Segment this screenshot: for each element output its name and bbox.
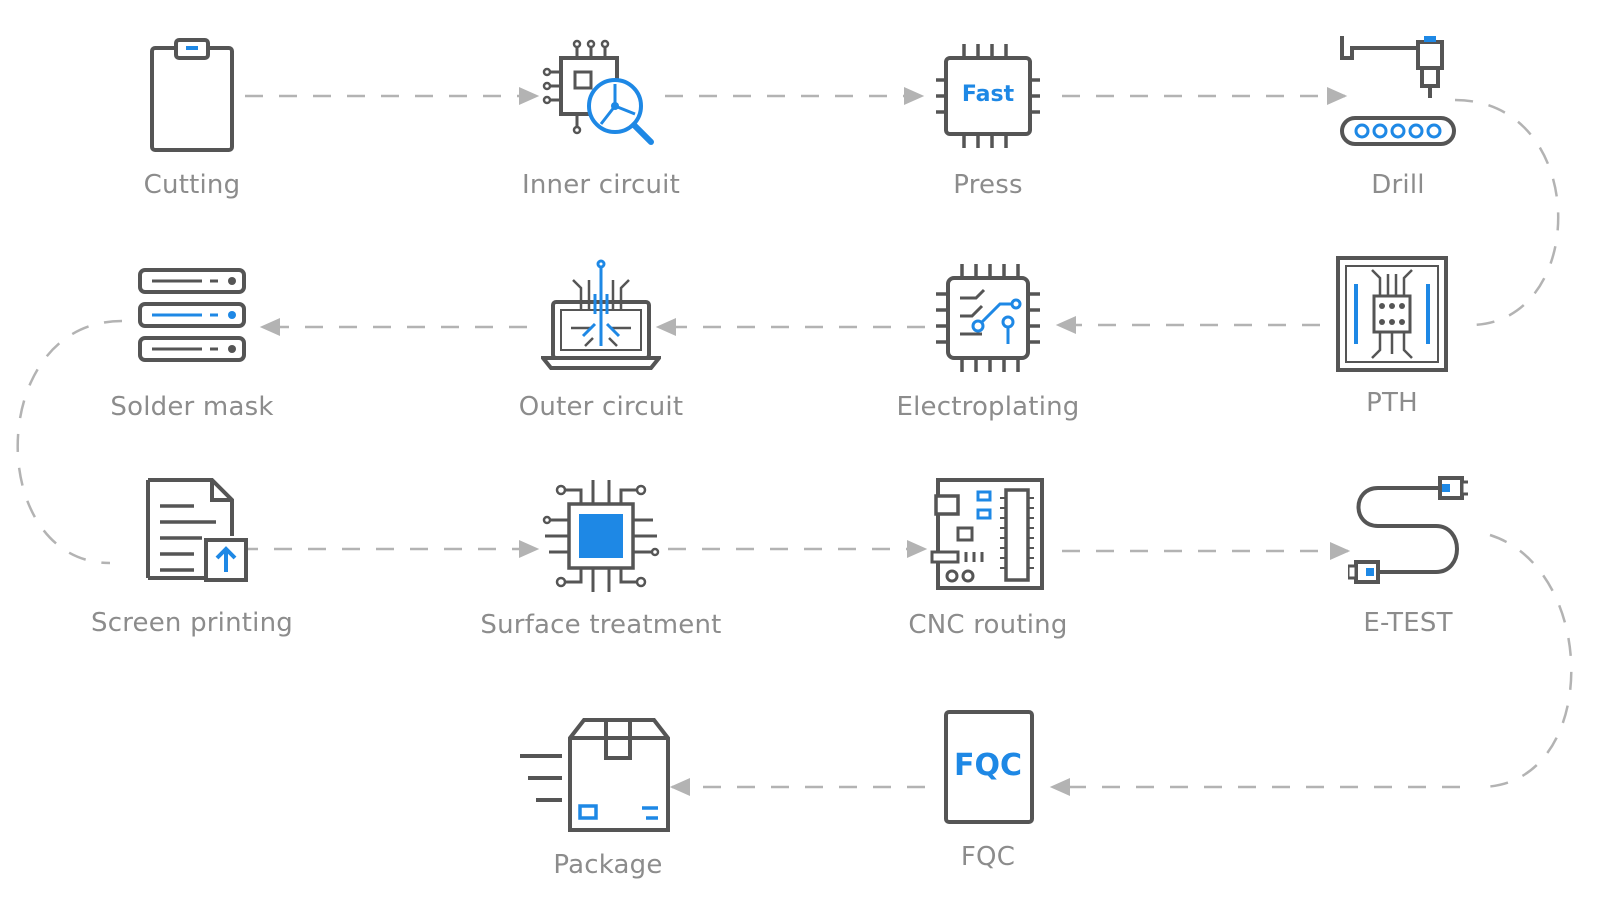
- chip-fast-icon: Fast: [928, 36, 1048, 156]
- cpu-circuit-icon: [541, 476, 661, 596]
- step-cutting: Cutting: [62, 36, 322, 200]
- step-label: Drill: [1371, 170, 1425, 200]
- step-label: E-TEST: [1363, 608, 1453, 638]
- curve-etest-to-fqc: [1479, 533, 1573, 789]
- step-label: Outer circuit: [518, 392, 684, 422]
- step-label: Press: [953, 170, 1023, 200]
- step-fqc: FQC FQC: [858, 708, 1118, 872]
- server-stack-icon: [132, 258, 252, 378]
- step-label: PTH: [1366, 388, 1418, 418]
- step-label: Screen printing: [91, 608, 293, 638]
- step-label: Inner circuit: [521, 170, 680, 200]
- step-label: Cutting: [143, 170, 241, 200]
- step-drill: Drill: [1268, 36, 1528, 200]
- circuit-chip-icon: [928, 258, 1048, 378]
- fqc-box-icon: FQC: [928, 708, 1048, 828]
- step-label: Surface treatment: [480, 610, 722, 640]
- chip-text: Fast: [961, 82, 1015, 107]
- fqc-box-text: FQC: [953, 748, 1022, 783]
- step-label: FQC: [960, 842, 1016, 872]
- step-cnc-routing: CNC routing: [858, 476, 1118, 640]
- document-upload-icon: [132, 474, 252, 594]
- clipboard-icon: [132, 36, 252, 156]
- cable-connector-icon: [1346, 474, 1472, 594]
- pcb-board-icon: [1332, 254, 1452, 374]
- step-label: Solder mask: [110, 392, 274, 422]
- step-press: Fast Press: [858, 36, 1118, 200]
- circuit-board-icon: [928, 476, 1048, 596]
- step-label: Electroplating: [896, 392, 1080, 422]
- step-outer-circuit: Outer circuit: [471, 258, 731, 422]
- step-electroplating: Electroplating: [858, 258, 1118, 422]
- step-label: Package: [553, 850, 663, 880]
- step-solder-mask: Solder mask: [62, 258, 322, 422]
- curve-soldermask-to-screen: [16, 319, 123, 565]
- step-screen-printing: Screen printing: [62, 474, 322, 638]
- step-e-test: E-TEST: [1278, 474, 1538, 638]
- laptop-circuit-icon: [538, 258, 664, 378]
- drill-machine-icon: [1338, 36, 1458, 156]
- curve-drill-to-pth: [1454, 98, 1560, 327]
- step-label: CNC routing: [908, 610, 1068, 640]
- step-surface-treatment: Surface treatment: [471, 476, 731, 640]
- step-inner-circuit: Inner circuit: [471, 36, 731, 200]
- step-pth: PTH: [1262, 254, 1522, 418]
- chip-magnifier-icon: [541, 36, 661, 156]
- delivery-box-icon: [520, 716, 670, 836]
- step-package: Package: [478, 716, 738, 880]
